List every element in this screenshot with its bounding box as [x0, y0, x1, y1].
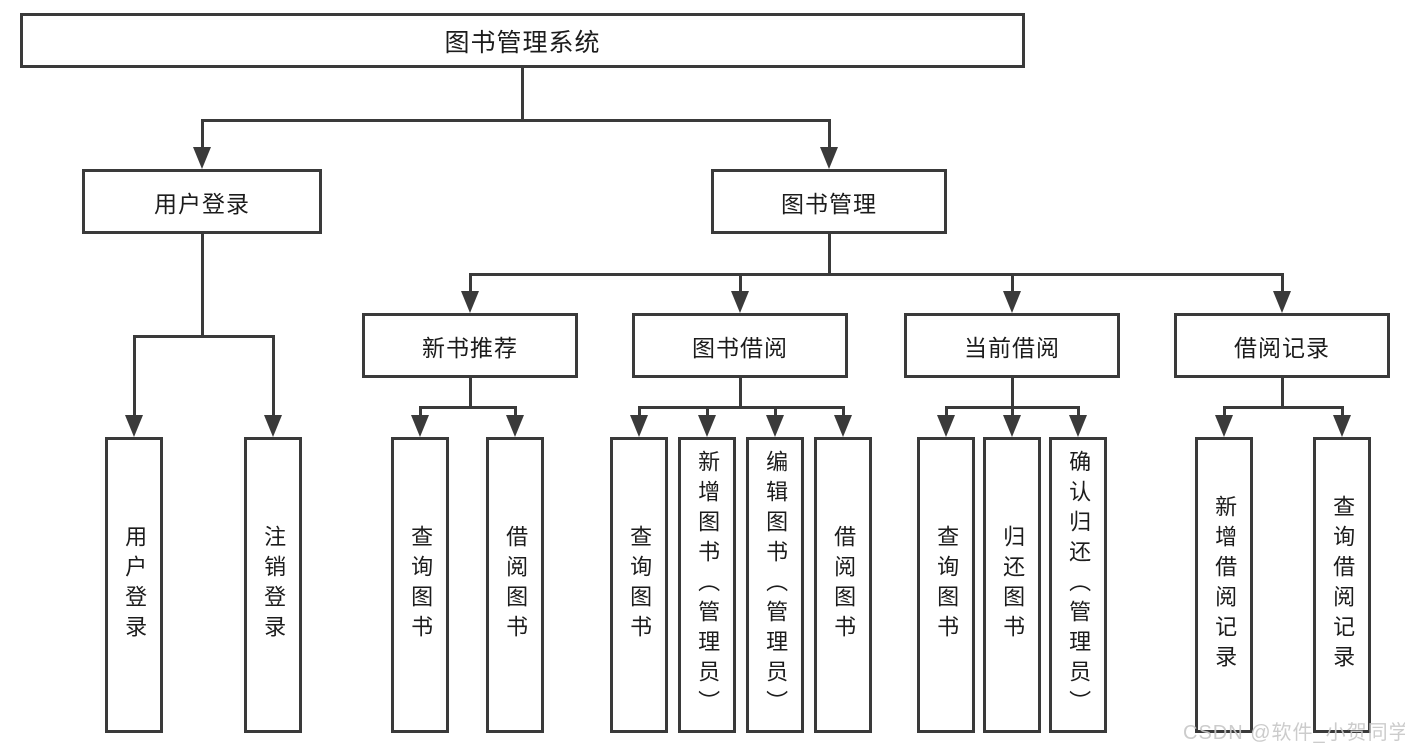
arrowhead-down-icon [1273, 291, 1291, 313]
arrowhead-down-icon [820, 147, 838, 169]
connector-horizontal-line [419, 406, 516, 409]
connector-vertical-line [638, 406, 641, 419]
leaf-current-confirm-return-admin: 确认归还（管理员） [1049, 437, 1107, 733]
leaf-current-query-books: 查询图书 [917, 437, 975, 733]
arrowhead-down-icon [1003, 291, 1021, 313]
arrowhead-down-icon [1069, 415, 1087, 437]
connector-vertical-line [828, 119, 831, 151]
connector-horizontal-line [945, 406, 1079, 409]
leaf-borrowing-borrow-books: 借阅图书 [814, 437, 872, 733]
leaf-current-return-books: 归还图书 [983, 437, 1041, 733]
connector-vertical-line [419, 406, 422, 419]
connector-horizontal-line [469, 273, 1283, 276]
arrowhead-down-icon [1003, 415, 1021, 437]
connector-vertical-line [842, 406, 845, 419]
arrowhead-down-icon [264, 415, 282, 437]
connector-vertical-line [201, 119, 204, 151]
node-borrowing-records: 借阅记录 [1174, 313, 1390, 378]
arrowhead-down-icon [1333, 415, 1351, 437]
leaf-records-query-borrow-record: 查询借阅记录 [1313, 437, 1371, 733]
arrowhead-down-icon [411, 415, 429, 437]
connector-vertical-line [1011, 406, 1014, 419]
connector-vertical-line [201, 234, 204, 338]
arrowhead-down-icon [630, 415, 648, 437]
connector-vertical-line [133, 335, 136, 420]
connector-vertical-line [706, 406, 709, 419]
arrowhead-down-icon [698, 415, 716, 437]
arrowhead-down-icon [834, 415, 852, 437]
arrowhead-down-icon [766, 415, 784, 437]
arrowhead-down-icon [125, 415, 143, 437]
arrowhead-down-icon [461, 291, 479, 313]
node-book-borrowing: 图书借阅 [632, 313, 848, 378]
connector-vertical-line [1341, 406, 1344, 419]
connector-vertical-line [739, 273, 742, 297]
arrowhead-down-icon [1215, 415, 1233, 437]
connector-vertical-line [1077, 406, 1080, 419]
connector-vertical-line [739, 378, 742, 409]
leaf-borrowing-add-books-admin: 新增图书（管理员） [678, 437, 736, 733]
leaf-logout: 注销登录 [244, 437, 302, 733]
node-new-book-recommend: 新书推荐 [362, 313, 578, 378]
connector-vertical-line [1223, 406, 1226, 419]
csdn-watermark: CSDN @软件_小贺同学 [1183, 722, 1405, 744]
leaf-records-add-borrow-record: 新增借阅记录 [1195, 437, 1253, 733]
arrowhead-down-icon [731, 291, 749, 313]
arrowhead-down-icon [937, 415, 955, 437]
arrowhead-down-icon [506, 415, 524, 437]
connector-vertical-line [774, 406, 777, 419]
leaf-borrowing-edit-books-admin: 编辑图书（管理员） [746, 437, 804, 733]
node-root-library-management-system: 图书管理系统 [20, 13, 1025, 68]
node-book-management: 图书管理 [711, 169, 947, 234]
connector-vertical-line [1011, 273, 1014, 297]
connector-vertical-line [514, 406, 517, 419]
connector-horizontal-line [638, 406, 844, 409]
connector-vertical-line [469, 378, 472, 409]
node-current-borrowing: 当前借阅 [904, 313, 1120, 378]
connector-vertical-line [521, 68, 524, 121]
arrowhead-down-icon [193, 147, 211, 169]
leaf-user-login: 用户登录 [105, 437, 163, 733]
connector-vertical-line [1281, 273, 1284, 297]
connector-horizontal-line [201, 119, 830, 122]
connector-horizontal-line [1223, 406, 1343, 409]
connector-vertical-line [828, 234, 831, 276]
connector-vertical-line [469, 273, 472, 297]
node-user-login: 用户登录 [82, 169, 322, 234]
connector-vertical-line [1281, 378, 1284, 409]
leaf-newrec-borrow-books: 借阅图书 [486, 437, 544, 733]
leaf-borrowing-query-books: 查询图书 [610, 437, 668, 733]
connector-vertical-line [945, 406, 948, 419]
connector-vertical-line [1011, 378, 1014, 409]
connector-vertical-line [272, 335, 275, 420]
leaf-newrec-query-books: 查询图书 [391, 437, 449, 733]
connector-horizontal-line [133, 335, 274, 338]
